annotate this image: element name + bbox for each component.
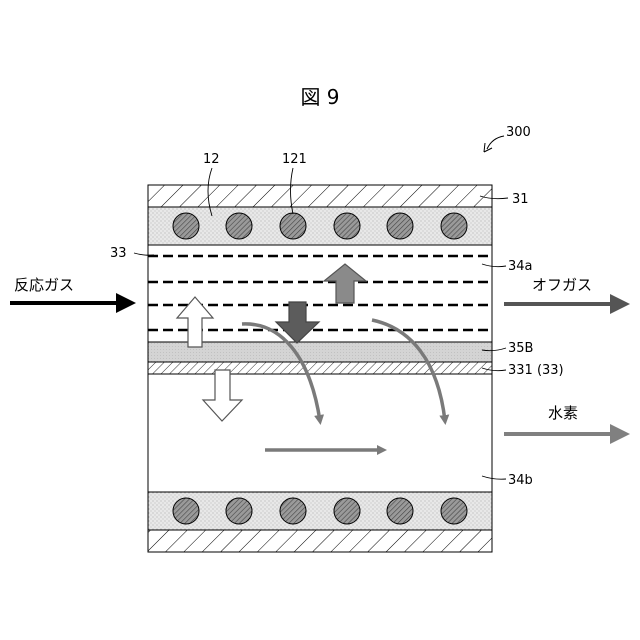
ref-34b-label: 34b <box>508 473 533 488</box>
ref-33-label: 33 <box>110 246 127 261</box>
inlet-arrow <box>10 293 136 313</box>
tube-band-bottom <box>148 492 492 530</box>
tube-circle <box>441 498 467 524</box>
ref-121-label: 121 <box>282 152 307 167</box>
casing-bottom <box>148 530 492 552</box>
hydrogen-label: 水素 <box>548 404 578 422</box>
tube-circle <box>387 498 413 524</box>
ref-12-label: 12 <box>203 152 220 167</box>
tube-circle <box>226 213 252 239</box>
tube-circle <box>173 498 199 524</box>
membrane-331 <box>148 362 492 374</box>
offgas-arrow <box>504 294 630 314</box>
tube-circle <box>441 213 467 239</box>
ref-34a-label: 34a <box>508 259 533 274</box>
inlet-label: 反応ガス <box>14 276 74 294</box>
tube-circle <box>280 213 306 239</box>
tube-circle <box>173 213 199 239</box>
ref-31-label: 31 <box>512 192 529 207</box>
offgas-label: オフガス <box>532 276 592 294</box>
hydrogen-arrow <box>504 424 630 444</box>
tube-circle <box>334 213 360 239</box>
tube-circle <box>387 213 413 239</box>
ref-35B-label: 35B <box>508 341 533 356</box>
ref-300-leader <box>487 136 504 149</box>
ref-331-label: 331 (33) <box>508 363 564 378</box>
casing-top <box>148 185 492 207</box>
ref-300-label: 300 <box>506 125 531 140</box>
tube-circle <box>334 498 360 524</box>
tube-band-top <box>148 207 492 245</box>
tube-circle <box>280 498 306 524</box>
tube-circle <box>226 498 252 524</box>
reactor-body <box>148 185 492 552</box>
figure-title: 図 9 <box>300 85 339 109</box>
